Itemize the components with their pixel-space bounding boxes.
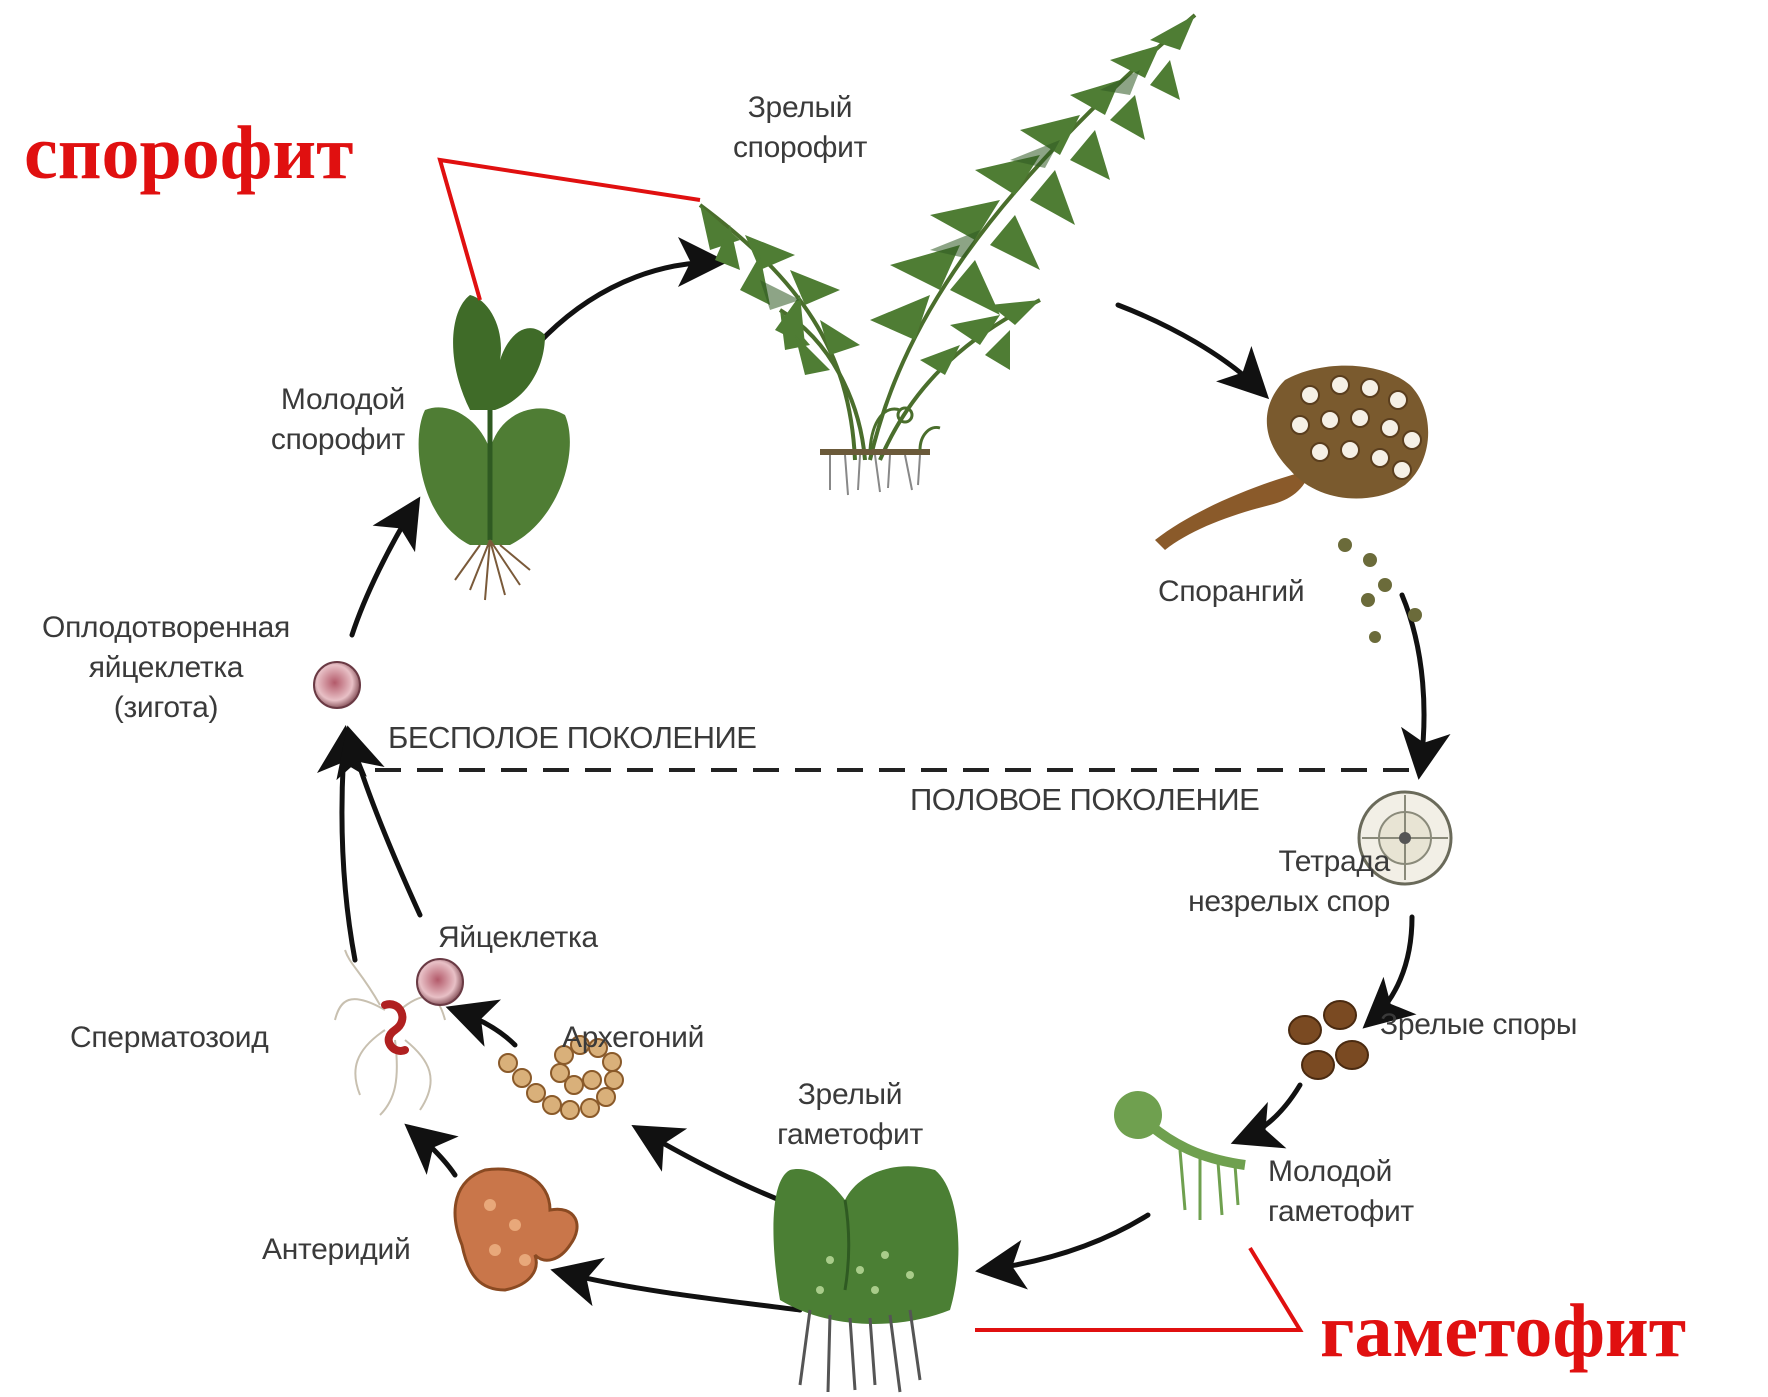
arrow-sperm-to-zygote — [342, 735, 355, 960]
arrow-antheridium-to-sperm — [412, 1130, 455, 1175]
mature-sporophyte-label-line1: Зрелый — [700, 88, 900, 128]
young-gametophyte-label-line2: гаметофит — [1268, 1192, 1414, 1232]
young-sporophyte-illustration — [419, 295, 570, 600]
young-gametophyte-label-line1: Молодой — [1268, 1152, 1414, 1192]
arrow-egg-to-zygote — [350, 735, 420, 915]
egg-label: Яйцеклетка — [438, 918, 598, 958]
young-sporophyte-label-line2: спорофит — [200, 420, 405, 460]
mature-gametophyte-label: Зрелый гаметофит — [750, 1075, 950, 1155]
mature-sporophyte-label: Зрелый спорофит — [700, 88, 900, 168]
tetrad-label-line2: незрелых спор — [1080, 882, 1390, 922]
sporophyte-annotation: спорофит — [24, 110, 354, 197]
young-gametophyte-illustration — [1114, 1091, 1245, 1220]
sexual-generation-label: ПОЛОВОЕ ПОКОЛЕНИЕ — [910, 782, 1259, 818]
young-sporophyte-label: Молодой спорофит — [200, 380, 405, 460]
mature-sporophyte-label-line2: спорофит — [700, 128, 900, 168]
zygote-label-line2: яйцеклетка — [6, 648, 326, 688]
tetrad-label: Тетрада незрелых спор — [1080, 842, 1390, 922]
arrow-young-to-mature-gametophyte — [985, 1215, 1148, 1270]
sporophyte-leader — [440, 160, 700, 300]
arrow-archegonium-to-egg — [455, 1010, 515, 1045]
zygote-label-line1: Оплодотворенная — [6, 608, 326, 648]
arrow-young-to-mature-sporophyte — [528, 262, 718, 355]
young-gametophyte-label: Молодой гаметофит — [1268, 1152, 1414, 1232]
zygote-label: Оплодотворенная яйцеклетка (зигота) — [6, 608, 326, 728]
gametophyte-annotation: гаметофит — [1320, 1288, 1686, 1375]
tetrad-label-line1: Тетрада — [1080, 842, 1390, 882]
zygote-label-line3: (зигота) — [6, 688, 326, 728]
mature-gametophyte-illustration — [773, 1166, 958, 1392]
arrow-spores-to-young-gametophyte — [1240, 1085, 1300, 1140]
asexual-generation-label: БЕСПОЛОЕ ПОКОЛЕНИЕ — [388, 720, 756, 756]
antheridium-label: Антеридий — [262, 1230, 410, 1270]
arrow-zygote-to-young-sporophyte — [352, 505, 415, 635]
sporangium-label: Спорангий — [1158, 572, 1304, 612]
mature-spores-illustration — [1289, 1001, 1368, 1079]
mature-spores-label: Зрелые споры — [1380, 1005, 1577, 1045]
mature-sporophyte-illustration — [700, 15, 1195, 495]
arrow-sporophyte-to-sporangium — [1118, 305, 1262, 392]
arrow-gametophyte-to-antheridium — [560, 1272, 800, 1310]
gametophyte-leader — [975, 1248, 1300, 1330]
mature-gametophyte-label-line2: гаметофит — [750, 1115, 950, 1155]
mature-gametophyte-label-line1: Зрелый — [750, 1075, 950, 1115]
young-sporophyte-label-line1: Молодой — [200, 380, 405, 420]
spermatozoid-label: Сперматозоид — [70, 1018, 268, 1058]
archegonium-label: Архегоний — [562, 1018, 704, 1058]
egg-illustration — [417, 959, 463, 1005]
